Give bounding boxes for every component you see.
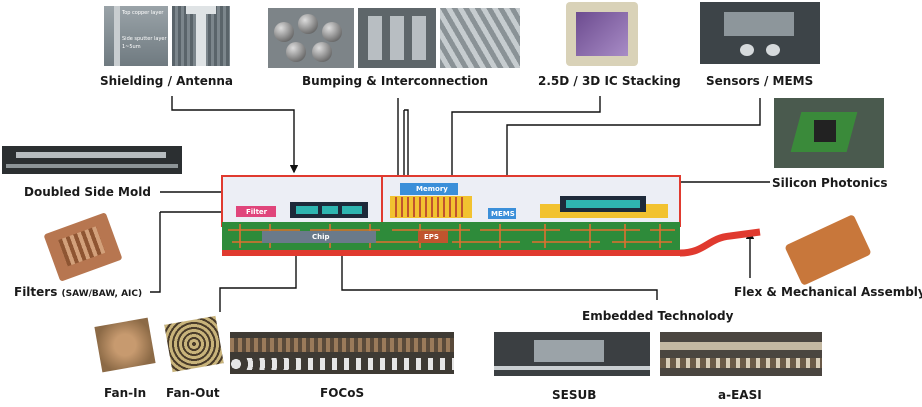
red-base [222, 250, 680, 256]
label-sensors-mems: Sensors / MEMS [706, 74, 814, 88]
label-embedded-technology: Embedded Technolody [582, 309, 734, 323]
focos-micrograph [230, 332, 454, 374]
shielding-micrograph-2 [172, 6, 230, 66]
bumping-micrograph-3 [440, 8, 520, 68]
label-focos: FOCoS [320, 386, 365, 400]
label-filters: Filters (SAW/BAW, AIC) [14, 285, 142, 299]
chip-label: Chip [312, 233, 330, 241]
bump-pillars [395, 197, 463, 217]
stacking-package-photo [566, 2, 638, 66]
label-flex-mechanical: Flex & Mechanical Assembly [734, 285, 922, 299]
bumping-micrograph-1 [268, 8, 354, 68]
filter-label: Filter [246, 208, 268, 216]
label-sesub: SESUB [552, 388, 597, 402]
line-filters-b [150, 212, 161, 293]
mold-micrograph [2, 146, 182, 174]
memory-label: Memory [416, 185, 448, 193]
micrograph-caption-top: Top copper layer [122, 10, 164, 16]
label-filters-main: Filters [14, 285, 58, 299]
label-bumping-interconnection: Bumping & Interconnection [302, 74, 488, 88]
mems-die [488, 208, 516, 219]
mold-left-outline [221, 175, 383, 227]
fan-out-photo [164, 315, 224, 373]
filter-die [236, 206, 276, 217]
mems-label: MEMS [491, 210, 515, 218]
label-doubled-side-mold: Doubled Side Mold [24, 185, 151, 199]
memory-die [400, 183, 458, 195]
eps-label: EPS [424, 233, 439, 241]
flex-tail [679, 228, 761, 257]
label-filters-sub: (SAW/BAW, AIC) [61, 289, 143, 299]
sesub-micrograph [494, 332, 650, 376]
line-shielding [171, 96, 299, 174]
label-shielding-antenna: Shielding / Antenna [100, 74, 234, 88]
label-a-easi: a-EASI [718, 388, 762, 402]
sensors-micrograph [700, 2, 820, 64]
label-ic-stacking: 2.5D / 3D IC Stacking [538, 74, 681, 88]
line-stacking [447, 96, 601, 184]
label-fan-in: Fan-In [104, 386, 147, 400]
micrograph-caption-side: Side sputter layer [122, 36, 167, 42]
label-silicon-photonics: Silicon Photonics [772, 176, 888, 190]
line-sensors [502, 98, 761, 208]
fan-in-photo [94, 317, 156, 373]
line-embedded [337, 240, 658, 300]
label-fan-out: Fan-Out [166, 386, 220, 400]
eps-block [418, 231, 448, 243]
shielding-micrograph-1: Top copper layer Side sputter layer 1~5u… [104, 6, 168, 66]
bumping-micrograph-2 [358, 8, 436, 68]
photonics-photo [774, 98, 884, 168]
micrograph-caption-thickness: 1~5um [122, 44, 141, 50]
a-easi-micrograph [660, 332, 822, 376]
embedded-chip [262, 231, 376, 243]
